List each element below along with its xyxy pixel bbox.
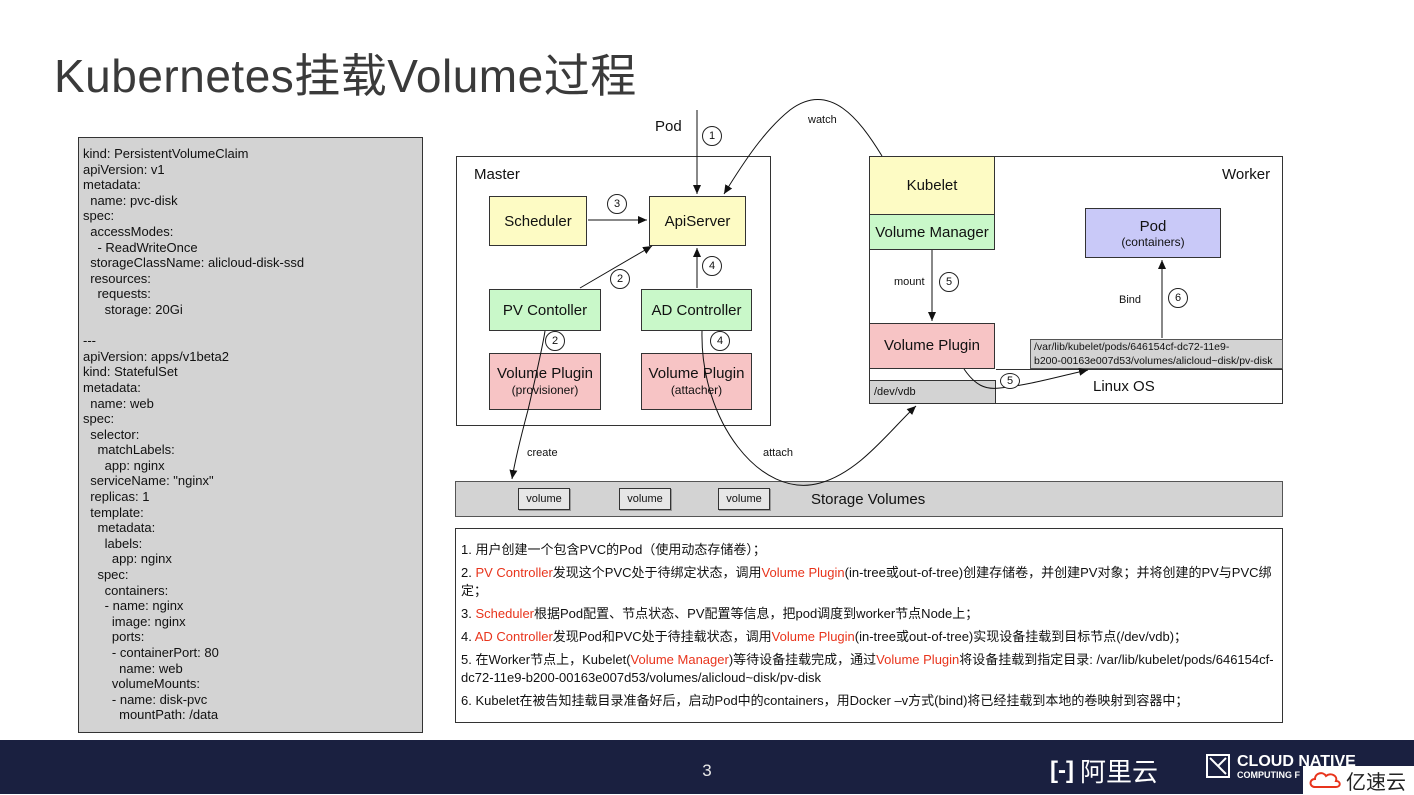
slide-footer — [0, 740, 1414, 794]
volume-plugin-attacher-box: Volume Plugin (attacher) — [641, 353, 752, 410]
step-number-circle: 1 — [702, 126, 722, 146]
linux-os-label: Linux OS — [1093, 378, 1155, 395]
pod-path-label: /var/lib/kubelet/pods/646154cf-dc72-11e9… — [1034, 341, 1273, 367]
step-3: 3. Scheduler根据Pod配置、节点状态、PV配置等信息，把pod调度到… — [461, 606, 979, 621]
yisu-watermark: 亿速云 — [1303, 766, 1414, 794]
cloud-native-subtext: COMPUTING F — [1237, 770, 1300, 780]
linux-os-divider — [996, 369, 1283, 370]
alibaba-cloud-icon: [-] — [1050, 756, 1074, 784]
step-4: 4. AD Controller发现Pod和PVC处于待挂载状态，调用Volum… — [461, 629, 1188, 644]
step-number-circle: 4 — [710, 331, 730, 351]
bind-label: Bind — [1119, 294, 1142, 306]
create-arrow — [509, 330, 546, 480]
step-number-circle: 3 — [607, 194, 627, 214]
master-label: Master — [474, 166, 520, 183]
cloud-icon — [1309, 772, 1341, 788]
dev-vdb-box — [869, 380, 996, 404]
scheduler-box: Scheduler — [489, 196, 587, 246]
pv-controller-box: PV Contoller — [489, 289, 601, 331]
apiserver-box: ApiServer — [649, 196, 746, 246]
step-number-circle: 5 — [1000, 373, 1020, 389]
step-2: 2. PV Controller发现这个PVC处于待绑定状态，调用Volume … — [461, 565, 1272, 598]
step-number-circle: 2 — [610, 269, 630, 289]
step-number-circle: 6 — [1168, 288, 1188, 308]
steps-description: 1. 用户创建一个包含PVC的Pod（使用动态存储卷）； 2. PV Contr… — [455, 528, 1283, 723]
pod-path-box — [1030, 339, 1283, 369]
volume-plugin-title: Volume Plugin — [648, 364, 745, 382]
storage-volume: volume — [518, 488, 570, 510]
worker-label: Worker — [1222, 166, 1271, 183]
cloud-native-text: CLOUD NATIVE — [1237, 753, 1356, 770]
pod-title: Pod — [1139, 217, 1167, 235]
storage-volumes-bar — [455, 481, 1283, 517]
watch-label: watch — [808, 114, 837, 126]
pod-subtitle: (containers) — [1121, 234, 1185, 249]
step-1: 1. 用户创建一个包含PVC的Pod（使用动态存储卷）； — [461, 542, 766, 557]
attach-label: attach — [763, 447, 793, 459]
volume-plugin-subtitle: (provisioner) — [511, 382, 579, 397]
kubelet-box: Kubelet — [869, 156, 995, 215]
cloud-native-icon — [1206, 754, 1230, 778]
watch-arrow — [723, 98, 883, 195]
attach-arrow — [701, 330, 917, 486]
storage-volume: volume — [718, 488, 770, 510]
step-number-circle: 5 — [939, 272, 959, 292]
mount-label: mount — [894, 276, 925, 288]
volume-manager-box: Volume Manager — [869, 214, 995, 250]
pod-containers-box: Pod (containers) — [1085, 208, 1221, 258]
step-number-circle: 4 — [702, 256, 722, 276]
pvcontroller-to-apiserver-arrow — [579, 245, 653, 289]
ad-controller-box: AD Controller — [641, 289, 752, 331]
slide-title: Kubernetes挂载Volume过程 — [54, 50, 637, 102]
volume-plugin-subtitle: (attacher) — [670, 382, 723, 397]
volume-plugin-provisioner-box: Volume Plugin (provisioner) — [489, 353, 601, 410]
yisu-text: 亿速云 — [1346, 771, 1406, 794]
yaml-code-block: kind: PersistentVolumeClaim apiVersion: … — [78, 137, 423, 733]
step-5: 5. 在Worker节点上，Kubelet(Volume Manager)等待设… — [461, 652, 1274, 685]
step-number-circle: 2 — [545, 331, 565, 351]
step-6: 6. Kubelet在被告知挂载目录准备好后，启动Pod中的containers… — [461, 693, 1189, 708]
dev-vdb-label: /dev/vdb — [874, 386, 916, 398]
storage-volumes-label: Storage Volumes — [811, 491, 926, 508]
volume-plugin-worker-box: Volume Plugin — [869, 323, 995, 369]
page-number: 3 — [702, 761, 712, 780]
alibaba-cloud-logo: [-] 阿里云 — [1050, 752, 1158, 789]
diagram-connectors — [509, 98, 1166, 486]
device-mount-arrow — [963, 367, 1089, 389]
storage-volume: volume — [619, 488, 671, 510]
alibaba-cloud-text: 阿里云 — [1079, 757, 1158, 787]
create-label: create — [527, 447, 558, 459]
volume-plugin-title: Volume Plugin — [497, 364, 593, 382]
pod-top-label: Pod — [655, 118, 682, 135]
